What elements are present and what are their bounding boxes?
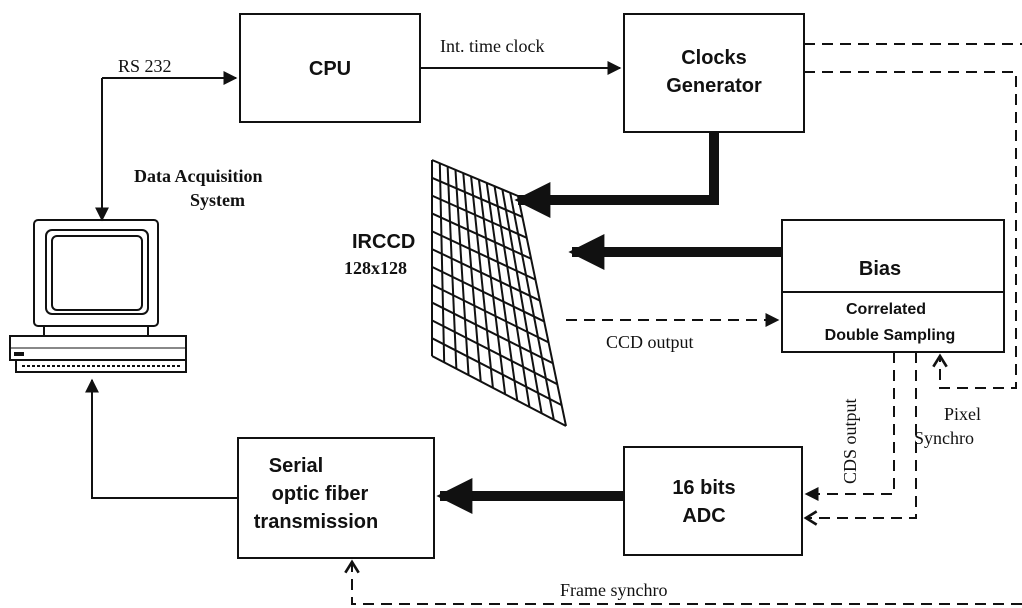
pixel-synchro-to-adc xyxy=(803,352,917,526)
frame-synchro-label: Frame synchro xyxy=(560,580,667,600)
clocks-generator-block: Clocks Generator xyxy=(623,13,805,133)
grid-column-line xyxy=(501,189,543,414)
grid-row-line xyxy=(431,355,567,427)
irccd-label: IRCCD xyxy=(352,231,415,253)
daq-label-line1: Data Acquisition xyxy=(134,166,263,186)
frame-synchro-line xyxy=(344,559,1022,605)
cds-label-line1: Correlated xyxy=(846,301,926,318)
ccd-output-label: CCD output xyxy=(606,332,694,352)
irccd-sensor-grid xyxy=(431,159,567,427)
grid-row-line xyxy=(431,230,536,281)
grid-column-line xyxy=(493,186,531,408)
grid-row-line xyxy=(431,283,549,344)
cpu-label: CPU xyxy=(309,58,351,80)
rs232-label: RS 232 xyxy=(118,56,172,76)
grid-row-line xyxy=(431,319,558,386)
clocks-label-line2: Generator xyxy=(666,75,762,97)
serial-to-computer-arrow xyxy=(85,378,238,499)
grid-row-line xyxy=(431,337,563,406)
serial-label-line1: Serial xyxy=(269,455,323,477)
cds-output-label: CDS output xyxy=(840,398,860,484)
computer-icon xyxy=(9,219,187,373)
grid-row-line xyxy=(431,176,523,218)
pixel-synchro-label-line1: Pixel xyxy=(944,404,981,424)
cds-label-line2: Double Sampling xyxy=(825,327,956,344)
dashed-signals xyxy=(344,43,1022,605)
grid-row-line xyxy=(431,248,541,302)
pixel-synchro-label-line2: Synchro xyxy=(914,428,974,448)
grid-column-line xyxy=(485,182,519,401)
clocks-to-ccd-arrow xyxy=(514,132,719,218)
adc-label-line1: 16 bits xyxy=(672,477,735,499)
cds-output-arrow xyxy=(804,352,895,501)
clocks-label-line1: Clocks xyxy=(681,47,747,69)
bias-cds-block: Bias Correlated Double Sampling xyxy=(781,219,1005,353)
grid-row-line xyxy=(431,159,519,197)
grid-column-line xyxy=(517,195,567,427)
connectors xyxy=(85,61,622,499)
grid-column-line xyxy=(477,179,507,395)
grid-column-line xyxy=(438,163,446,363)
grid-row-line xyxy=(431,194,528,239)
grid-column-line xyxy=(470,176,494,388)
daq-label-line2: System xyxy=(190,190,245,210)
grid-column-line xyxy=(509,192,555,420)
grid-column-line xyxy=(446,166,458,369)
pixel-synchro-loop xyxy=(804,71,1017,389)
grid-row-line xyxy=(431,212,532,260)
irccd-size-label: 128x128 xyxy=(344,258,407,278)
grid-column-line xyxy=(454,169,470,376)
adc-block: 16 bits ADC xyxy=(623,446,803,556)
serial-transmission-block: Serial optic fiber transmission xyxy=(237,437,435,559)
int-clock-label: Int. time clock xyxy=(440,36,544,56)
serial-label-line3: transmission xyxy=(254,511,378,533)
grid-column-line xyxy=(462,173,482,382)
grid-row-line xyxy=(431,266,545,323)
serial-label-line2: optic fiber xyxy=(272,483,369,505)
grid-row-line xyxy=(431,301,554,365)
thick-paths xyxy=(436,132,782,514)
cpu-block: CPU xyxy=(239,13,421,123)
adc-label-line2: ADC xyxy=(682,505,725,527)
bias-label: Bias xyxy=(859,258,901,280)
